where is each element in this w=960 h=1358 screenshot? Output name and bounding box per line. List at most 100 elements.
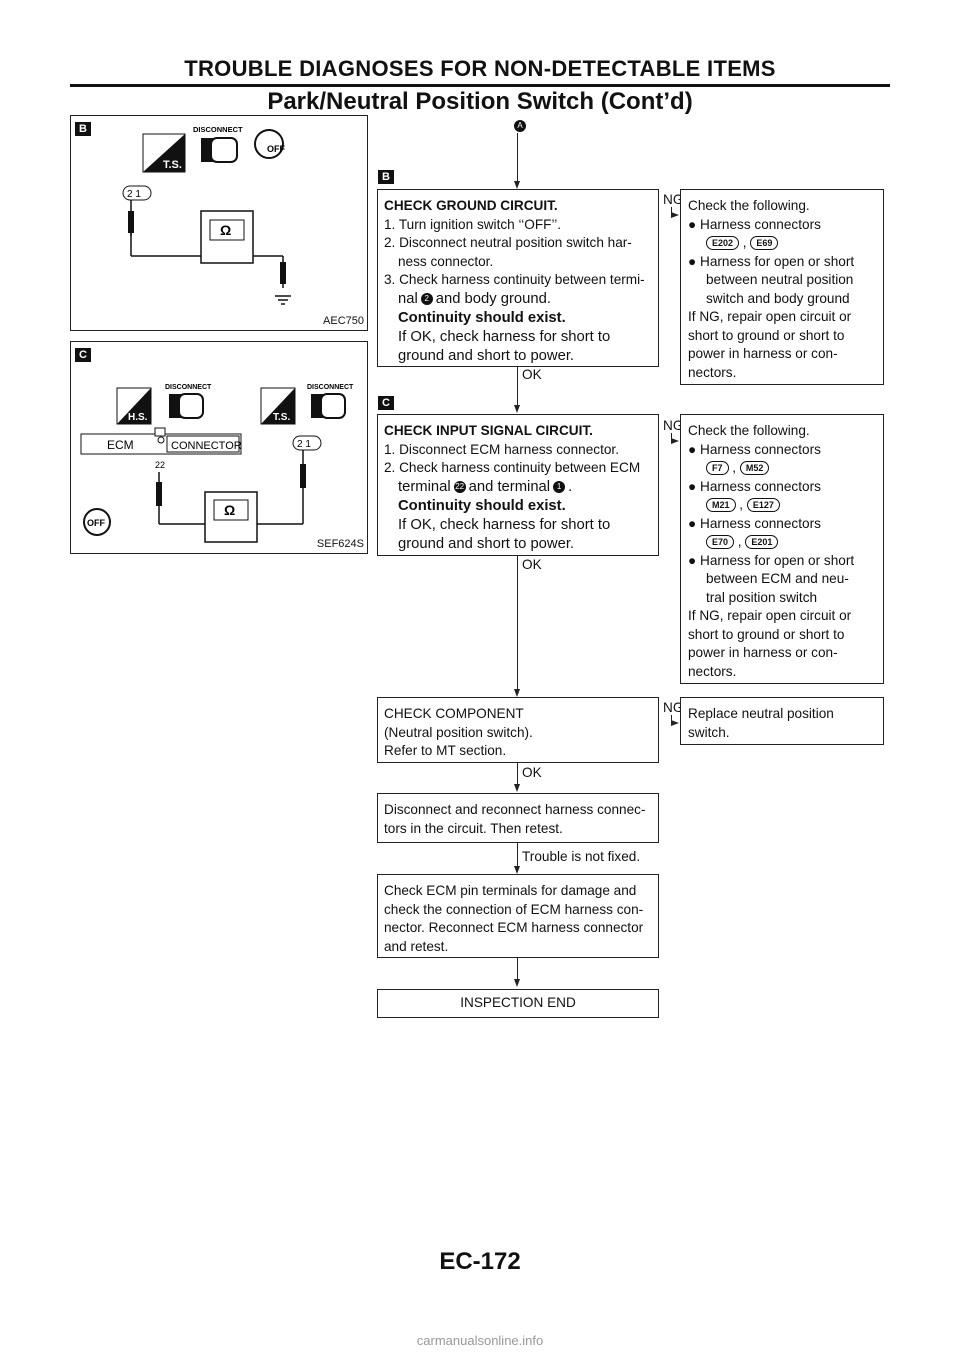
svg-text:Ω: Ω (224, 502, 235, 518)
watermark: carmanualsonline.info (416, 1333, 544, 1348)
section-title: TROUBLE DIAGNOSES FOR NON-DETECTABLE ITE… (184, 56, 776, 81)
step-title: CHECK INPUT SIGNAL CIRCUIT. (384, 423, 593, 438)
step-line: tors in the circuit. Then retest. (384, 820, 563, 836)
connector-badge: M21 (706, 498, 736, 513)
flow-arrow (514, 979, 520, 987)
terminal-number: 22 (453, 480, 466, 493)
remedy-text: If NG, repair open circuit or (688, 608, 852, 623)
flow-arrow (514, 181, 520, 189)
step-mark-c: C (378, 396, 394, 410)
remedy-text: Harness connectors (700, 216, 821, 232)
remedy-text: Replace neutral position (688, 706, 834, 721)
connector-codes: E202 , E69 (688, 234, 877, 253)
remedy-bullet: ● Harness connectors (688, 441, 821, 457)
reconnect-box: Disconnect and reconnect harness connec-… (377, 793, 659, 843)
component-remedy-box: Replace neutral position switch. (680, 697, 884, 745)
step-mark-b: B (378, 170, 394, 184)
check-ground-circuit-box: CHECK GROUND CIRCUIT. 1. Turn ignition s… (377, 189, 659, 367)
section-subtitle: Park/Neutral Position Switch (Cont’d) (267, 88, 693, 115)
connector-badge: E202 (706, 236, 740, 251)
svg-text:CONNECTOR: CONNECTOR (171, 440, 242, 452)
remedy-bullet: ● Harness for open or short (688, 552, 855, 568)
flow-line (517, 367, 518, 392)
step-line: Disconnect and reconnect harness connec- (384, 802, 646, 817)
continuity-note: Continuity should exist. (398, 497, 566, 514)
remedy-bullet: ● Harness connectors (688, 478, 821, 494)
short-note: ground and short to power. (398, 347, 575, 364)
flow-line (517, 763, 518, 785)
step-line: check the connection of ECM harness con- (384, 901, 644, 917)
ng-label: NG (663, 418, 684, 433)
remedy-text: Harness for open or short (700, 253, 855, 269)
step-line: ness connector. (398, 253, 494, 269)
connector-badge: M52 (739, 461, 770, 476)
step-line: 1. Turn ignition switch ‘‘OFF’’. (384, 216, 562, 232)
flow-arrow (671, 212, 679, 218)
connector-codes: F7 , M52 (688, 459, 877, 478)
remedy-text: power in harness or con- (688, 645, 838, 660)
remedy-text: switch. (688, 724, 730, 740)
step-line: Check ECM pin terminals for damage and (384, 883, 637, 898)
check-ecm-pins-box: Check ECM pin terminals for damage and c… (377, 874, 659, 958)
step-line: (Neutral position switch). (384, 724, 533, 740)
signal-remedy-box: Check the following. ● Harness connector… (680, 414, 884, 684)
step-line: Refer to MT section. (384, 743, 507, 758)
flow-line (671, 715, 672, 723)
connector-badge: E70 (706, 535, 735, 550)
terminal-number: 1 (553, 480, 566, 493)
remedy-text: Check the following. (688, 198, 810, 213)
check-component-box: CHECK COMPONENT (Neutral position switch… (377, 697, 659, 763)
remedy-bullet: ● Harness connectors (688, 216, 821, 232)
remedy-text: If NG, repair open circuit or (688, 309, 852, 324)
remedy-text: Harness connectors (700, 515, 821, 531)
figure-id: AEC750 (323, 315, 364, 327)
figure-id: SEF624S (316, 538, 364, 550)
ok-label: OK (522, 557, 542, 572)
step-line: 2. Check harness continuity between ECM (384, 460, 641, 475)
remedy-bullet: ● Harness connectors (688, 515, 821, 531)
remedy-text: Harness for open or short (700, 552, 855, 568)
ng-label: NG (663, 192, 684, 207)
start-marker: A (514, 120, 526, 132)
figure-mark-b: B (75, 122, 91, 136)
svg-text:2 1: 2 1 (297, 439, 311, 450)
check-input-signal-box: CHECK INPUT SIGNAL CIRCUIT. 1. Disconnec… (377, 414, 659, 556)
header-rule (70, 84, 890, 87)
remedy-text: Harness connectors (700, 441, 821, 457)
remedy-bullet: ● Harness for open or short (688, 253, 855, 269)
svg-text:Ω: Ω (220, 222, 231, 238)
svg-text:OFF: OFF (267, 144, 285, 154)
end-label: INSPECTION END (460, 995, 576, 1010)
remedy-text: between ECM and neu- (706, 571, 849, 586)
short-note: If OK, check harness for short to (398, 516, 611, 533)
remedy-text: Harness connectors (700, 478, 821, 494)
remedy-text: nectors. (688, 663, 737, 679)
svg-text:H.S.: H.S. (128, 412, 148, 423)
remedy-text: tral position switch (706, 589, 818, 605)
page-number: EC-172 (439, 1248, 521, 1275)
signal-check-diagram: H.S. DISCONNECT T.S. DISCONNECT ECM CONN… (80, 384, 354, 543)
terminal-label: nal (398, 290, 418, 307)
figure-signal-check: C H.S. DISCONNECT T.S. DISCONNECT ECM CO… (70, 341, 368, 554)
flow-line (517, 556, 518, 690)
step-line: nector. Reconnect ECM harness connector (384, 920, 644, 935)
svg-text:DISCONNECT: DISCONNECT (307, 384, 354, 391)
step-title: CHECK GROUND CIRCUIT. (384, 198, 558, 213)
result-label: Trouble is not fixed. (522, 849, 641, 864)
terminal-label: . (568, 478, 573, 495)
flow-arrow (514, 784, 520, 792)
svg-text:ECM: ECM (107, 438, 134, 452)
remedy-text: nectors. (688, 364, 737, 380)
ok-label: OK (522, 367, 542, 382)
flow-arrow (514, 405, 520, 413)
flow-arrow (671, 438, 679, 444)
remedy-text: switch and body ground (706, 290, 850, 306)
short-note: ground and short to power. (398, 535, 575, 552)
terminal-label: and body ground. (435, 290, 551, 307)
svg-text:OFF: OFF (87, 518, 105, 528)
step-line: 2. Disconnect neutral position switch ha… (384, 235, 632, 250)
remedy-text: short to ground or short to (688, 626, 845, 642)
flow-line (671, 433, 672, 441)
svg-text:T.S.: T.S. (163, 159, 182, 171)
